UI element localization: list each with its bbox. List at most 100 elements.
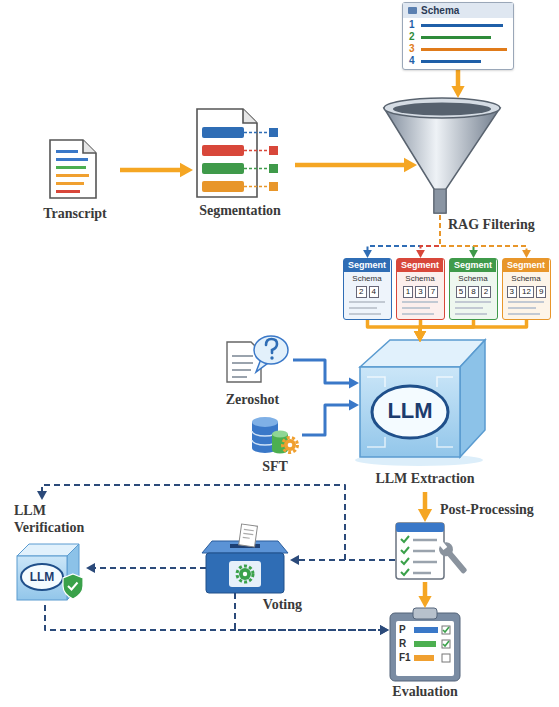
- schema-number: 9: [536, 286, 546, 298]
- connector: [86, 563, 206, 573]
- node-label: Post-Processing: [440, 501, 534, 518]
- connector: [418, 582, 431, 608]
- arrow-head: [37, 491, 47, 500]
- arrow-head: [86, 563, 95, 573]
- segment-card: SegmentSchema137: [396, 258, 445, 320]
- schema-number: 7: [428, 286, 438, 298]
- schema-number: 2: [409, 31, 415, 43]
- prompt-icon-part: [270, 356, 273, 359]
- segmentation-icon-part: [269, 146, 278, 155]
- schema-number: 4: [369, 286, 379, 298]
- checklist-icon-part-part: [438, 541, 447, 550]
- connector: [37, 485, 395, 560]
- connector: [414, 320, 426, 342]
- llm-node: LLMLLM Extraction: [345, 332, 495, 492]
- node-label: Segmentation: [185, 202, 295, 219]
- card-decor: [421, 48, 507, 51]
- ballot-box-icon-part-part: [239, 524, 258, 547]
- schema-number: 4: [409, 55, 415, 67]
- transcript-node: Transcript: [30, 135, 120, 230]
- clipboard-icon-part: [413, 608, 437, 619]
- connector-line: [421, 215, 441, 252]
- segmentation-icon-part: [244, 168, 269, 170]
- arrow-head: [522, 250, 531, 258]
- node-label: Evaluation: [375, 683, 475, 700]
- prompt-node: Zeroshot: [205, 330, 300, 418]
- transcript-icon: [50, 140, 96, 198]
- node-label: Voting: [263, 596, 302, 613]
- number-row: 3129: [503, 286, 550, 298]
- arrow-head: [404, 158, 417, 172]
- segmentation-icon-part: [202, 163, 244, 174]
- card-decor: [455, 307, 483, 309]
- checklist-icon-part: [413, 540, 437, 573]
- card-decor: [421, 24, 503, 27]
- ballot-box-icon: [202, 524, 288, 593]
- llm-cube-icon-part: [460, 340, 485, 457]
- llm-cube-icon-part: [372, 386, 448, 438]
- segmentation-icon: [197, 109, 278, 197]
- schema-number: 5: [456, 286, 466, 298]
- metric-name: F1: [399, 652, 411, 664]
- verifier-cube-icon-part: [68, 583, 78, 590]
- checklist-icon-part-part: [436, 539, 456, 559]
- connector: [363, 215, 440, 258]
- verifier-cube-icon-part: [17, 556, 67, 600]
- connector-line: [368, 320, 421, 334]
- database-icon: [252, 417, 298, 454]
- clipboard-icon-part: [414, 641, 436, 647]
- ballot-box-icon-part: [239, 568, 251, 580]
- verifier-cube-icon-part: [63, 574, 83, 599]
- connector: [45, 605, 389, 635]
- database-icon-part: [283, 438, 298, 453]
- card-title: Segment: [503, 259, 549, 272]
- arrow-head: [451, 86, 464, 98]
- arrow-head: [469, 250, 478, 258]
- prompt-icon-part: [232, 376, 247, 378]
- verifier-cube-icon: [17, 544, 83, 600]
- ballot-box-icon-part: [237, 566, 253, 582]
- verifier-cube-icon-part: [21, 564, 63, 590]
- llm-cube-icon-part: [367, 377, 453, 447]
- schema-number: 3: [409, 43, 415, 55]
- connector-line: [45, 605, 383, 630]
- prompt-icon-part: [232, 355, 253, 357]
- arrow-head: [418, 596, 431, 608]
- card-decor: [349, 301, 385, 303]
- arrow-head: [290, 555, 299, 565]
- card-title: Segment: [344, 259, 390, 272]
- connector: [235, 593, 389, 635]
- arrow-head: [380, 625, 389, 635]
- card-decor: [455, 301, 491, 303]
- transcript-icon-part: [56, 174, 89, 177]
- arrow-head: [414, 331, 426, 342]
- transcript-icon-part: [50, 140, 96, 198]
- clipboard-icon-part: [442, 654, 450, 662]
- connector-line: [92, 567, 206, 569]
- verification-node: LLM VerificationLLM: [8, 500, 103, 605]
- card-decor: [508, 307, 536, 309]
- card-decor: [402, 307, 430, 309]
- schema-number: 1: [403, 286, 413, 298]
- arrow-head: [414, 331, 426, 342]
- arrow-head: [414, 331, 426, 342]
- connector-line: [295, 163, 408, 168]
- card-decor: [508, 301, 544, 303]
- arrow-head: [414, 331, 426, 342]
- ballot-box-icon-part: [243, 572, 247, 576]
- checklist-icon-part: [396, 523, 444, 532]
- node-label: LLM Extraction: [355, 470, 495, 487]
- rag-filter-node: RAG Filtering: [382, 94, 547, 242]
- training-node: SFT: [240, 412, 310, 480]
- connector: [416, 215, 440, 258]
- connector-line: [420, 320, 527, 334]
- model-name: LLM: [22, 570, 62, 584]
- funnel-icon-part: [393, 103, 491, 116]
- llm-cube-icon-part: [360, 367, 460, 457]
- prompt-icon-part: [266, 339, 277, 353]
- transcript-icon-part: [56, 158, 88, 161]
- schema-number: 3: [507, 286, 517, 298]
- prompt-icon: [227, 336, 288, 382]
- connector: [418, 492, 432, 522]
